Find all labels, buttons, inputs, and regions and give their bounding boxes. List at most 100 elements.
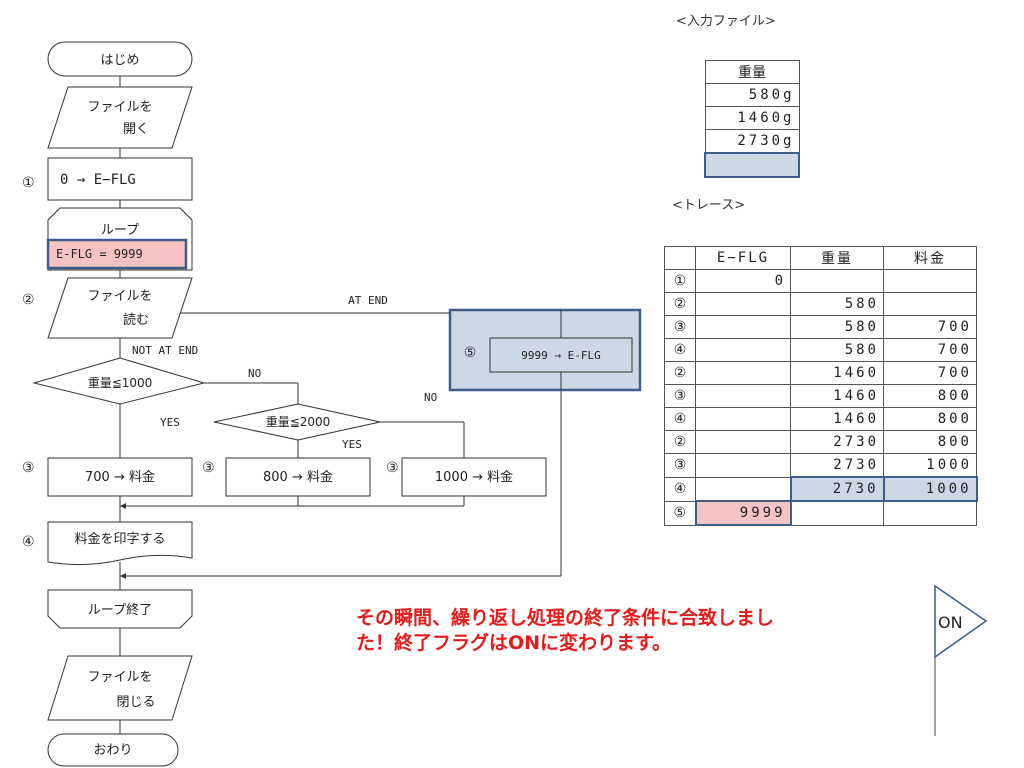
explanation-message: その瞬間、繰り返し処理の終了条件に合致しまし た！終了フラグはONに変わります。 xyxy=(356,606,916,656)
set-flag-block: 9999 → E-FLG ⑤ xyxy=(448,308,642,392)
trace-weight: 580 xyxy=(790,292,884,316)
input-cell: 2730g xyxy=(704,129,800,154)
no-label-2: NO xyxy=(424,391,437,404)
trace-fee: 800 xyxy=(883,384,977,408)
trace-weight: 2730 xyxy=(790,430,884,454)
input-file-caption: <入力ファイル> xyxy=(676,14,776,29)
trace-fee xyxy=(883,500,977,526)
trace-step: ③ xyxy=(664,384,696,408)
trace-eflg xyxy=(695,338,791,362)
input-cell: 1460g xyxy=(704,106,800,130)
fee-1000-process: 1000 → 料金 xyxy=(401,457,547,497)
on-flag-label: ON xyxy=(938,613,963,632)
input-header: 重量 xyxy=(704,60,800,84)
trace-weight: 580 xyxy=(790,315,884,339)
trace-weight: 580 xyxy=(790,338,884,362)
trace-header-weight: 重量 xyxy=(790,246,884,270)
trace-step: ③ xyxy=(664,453,696,478)
message-line-1: その瞬間、繰り返し処理の終了条件に合致しまし xyxy=(356,607,775,629)
marker-3c: ③ xyxy=(386,460,399,476)
marker-2: ② xyxy=(22,292,35,308)
decision-2: 重量≦2000 xyxy=(213,403,381,441)
marker-3a: ③ xyxy=(22,460,35,476)
trace-step: ④ xyxy=(664,476,696,502)
open-file-io: ファイルを 開く xyxy=(47,86,193,149)
fee-800-process: 800 → 料金 xyxy=(225,457,371,497)
trace-fee xyxy=(883,269,977,293)
trace-fee: 700 xyxy=(883,315,977,339)
message-line-2: た！終了フラグはONに変わります。 xyxy=(356,632,672,654)
trace-fee: 700 xyxy=(883,361,977,385)
marker-5: ⑤ xyxy=(464,345,477,361)
trace-fee: 800 xyxy=(883,430,977,454)
trace-fee-highlight: 1000 xyxy=(882,476,978,502)
close-file-label-1: ファイルを xyxy=(87,670,152,685)
trace-step: ① xyxy=(664,269,696,293)
on-flag-icon: ON xyxy=(934,584,988,736)
trace-weight: 1460 xyxy=(790,361,884,385)
start-label: はじめ xyxy=(100,53,139,68)
trace-step: ④ xyxy=(664,407,696,431)
trace-step: ③ xyxy=(664,315,696,339)
at-end-label: AT END xyxy=(348,294,388,307)
trace-weight: 1460 xyxy=(790,384,884,408)
trace-eflg: 0 xyxy=(695,269,791,293)
trace-step: ⑤ xyxy=(664,500,696,526)
loop-end: ループ終了 xyxy=(47,589,193,629)
marker-4: ④ xyxy=(22,534,35,550)
yes-label-1: YES xyxy=(160,416,180,429)
close-file-io: ファイルを 閉じる xyxy=(47,655,193,721)
end-label: おわり xyxy=(93,743,132,758)
read-file-label-1: ファイルを xyxy=(87,289,152,304)
trace-eflg xyxy=(695,453,791,478)
trace-weight: 2730 xyxy=(790,453,884,478)
trace-header-step xyxy=(664,246,696,270)
yes-label-2: YES xyxy=(342,438,362,451)
arrowheads xyxy=(120,503,126,579)
loop-begin-label: ループ xyxy=(101,223,139,238)
decision-1-label: 重量≦1000 xyxy=(88,376,153,390)
not-at-end-label: NOT AT END xyxy=(132,344,198,357)
trace-weight: 1460 xyxy=(790,407,884,431)
trace-caption: <トレース> xyxy=(672,198,746,213)
marker-3b: ③ xyxy=(202,460,215,476)
trace-weight-highlight: 2730 xyxy=(789,476,885,502)
no-label-1: NO xyxy=(248,367,261,380)
start-terminal: はじめ xyxy=(47,41,193,77)
trace-eflg xyxy=(695,361,791,385)
fee-700-process: 700 → 料金 xyxy=(47,457,193,497)
fee-800-label: 800 → 料金 xyxy=(263,469,333,485)
init-label: 0 → E−FLG xyxy=(60,172,136,188)
trace-step: ② xyxy=(664,430,696,454)
open-file-label-1: ファイルを xyxy=(87,100,152,115)
trace-step: ② xyxy=(664,361,696,385)
decision-1: 重量≦1000 xyxy=(32,357,206,405)
fee-700-label: 700 → 料金 xyxy=(85,469,155,485)
close-file-label-2: 閉じる xyxy=(116,695,155,710)
trace-header-eflg: E−FLG xyxy=(695,246,791,270)
read-file-label-2: 読む xyxy=(123,312,149,328)
trace-eflg xyxy=(695,430,791,454)
trace-header-row: E−FLG 重量 料金 xyxy=(664,246,977,270)
loop-begin: ループ E-FLG = 9999 xyxy=(46,207,193,271)
fee-1000-label: 1000 → 料金 xyxy=(435,469,513,485)
set-flag-label: 9999 → E-FLG xyxy=(521,349,600,362)
trace-weight xyxy=(790,269,884,293)
decision-2-label: 重量≦2000 xyxy=(266,415,331,429)
marker-1: ① xyxy=(22,175,35,191)
end-terminal: おわり xyxy=(47,733,179,767)
loop-condition-highlight xyxy=(46,238,188,270)
loop-condition: E-FLG = 9999 xyxy=(56,247,143,261)
input-eof-cell xyxy=(704,152,800,178)
trace-eflg xyxy=(695,407,791,431)
